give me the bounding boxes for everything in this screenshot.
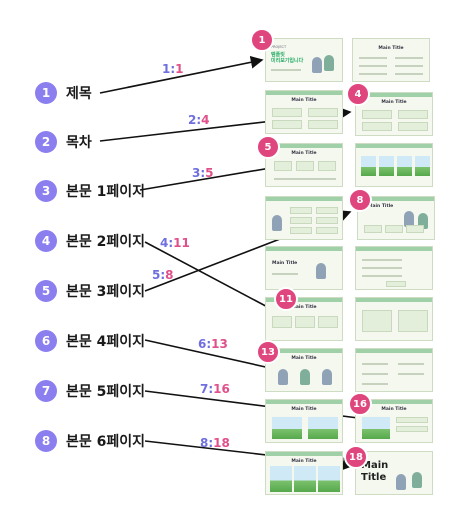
item-label: 본문 5페이지 bbox=[66, 384, 146, 400]
slide-14 bbox=[355, 348, 433, 392]
item-number: 1 bbox=[35, 82, 57, 104]
slide-13: Main Title bbox=[265, 348, 343, 392]
item-label: 본문 1페이지 bbox=[66, 184, 146, 200]
slide-1: PROJECT 템플릿 미리보기입니다 bbox=[265, 38, 343, 82]
ratio-label-6: 6:13 bbox=[198, 337, 228, 351]
slide-title: Main Title bbox=[381, 100, 407, 105]
badge-18: 18 bbox=[344, 445, 368, 469]
ratio-label-1: 1:1 bbox=[162, 62, 184, 76]
slide-10 bbox=[355, 246, 433, 290]
slide-18: Main Title bbox=[355, 451, 433, 495]
badge-13: 13 bbox=[256, 340, 280, 364]
arrow-6 bbox=[144, 339, 290, 376]
ratio-label-8: 8:18 bbox=[200, 436, 230, 450]
slide-9: Main Title bbox=[265, 246, 343, 290]
item-number: 7 bbox=[35, 380, 57, 402]
ratio-label-5: 5:8 bbox=[152, 268, 174, 282]
slide-6 bbox=[355, 143, 433, 187]
slide-3: Main Title bbox=[265, 90, 343, 134]
slide-title: Main Title bbox=[368, 204, 394, 209]
badge-16: 16 bbox=[348, 392, 372, 416]
badge-11: 11 bbox=[274, 287, 298, 311]
item-number: 2 bbox=[35, 131, 57, 153]
item-label: 본문 3페이지 bbox=[66, 284, 146, 300]
slide-big-title-line1: Main bbox=[361, 460, 389, 471]
slide-title: Main Title bbox=[291, 98, 317, 103]
slide-title: Main Title bbox=[291, 356, 317, 361]
slide-title: Main Title bbox=[291, 459, 317, 464]
item-1: 1 제목 bbox=[35, 82, 92, 104]
item-7: 7 본문 5페이지 bbox=[35, 380, 145, 402]
item-6: 6 본문 4페이지 bbox=[35, 330, 145, 352]
item-number: 4 bbox=[35, 230, 57, 252]
slide-7 bbox=[265, 196, 343, 240]
ratio-label-2: 2:4 bbox=[188, 113, 210, 127]
slide-15: Main Title bbox=[265, 399, 343, 443]
slide-title: Main Title bbox=[272, 261, 298, 266]
badge-4: 4 bbox=[346, 82, 370, 106]
item-number: 5 bbox=[35, 280, 57, 302]
slide-2: Main Title bbox=[352, 38, 430, 82]
slide-title: Main Title bbox=[291, 305, 317, 310]
slide-17: Main Title bbox=[265, 451, 343, 495]
item-number: 3 bbox=[35, 180, 57, 202]
item-label: 본문 4페이지 bbox=[66, 334, 146, 350]
slide-heading-line1: 템플릿 bbox=[271, 52, 285, 58]
ratio-label-7: 7:16 bbox=[200, 382, 230, 396]
item-label: 목차 bbox=[66, 135, 92, 151]
slide-title: Main Title bbox=[381, 407, 407, 412]
badge-8: 8 bbox=[348, 188, 372, 212]
slide-subtitle: PROJECT bbox=[271, 45, 287, 49]
slide-12 bbox=[355, 297, 433, 341]
item-label: 본문 2페이지 bbox=[66, 234, 146, 250]
slide-heading-line2: 미리보기입니다 bbox=[271, 58, 304, 64]
badge-1: 1 bbox=[250, 28, 274, 52]
badge-5: 5 bbox=[256, 135, 280, 159]
item-label: 본문 6페이지 bbox=[66, 434, 146, 450]
item-number: 8 bbox=[35, 430, 57, 452]
item-4: 4 본문 2페이지 bbox=[35, 230, 145, 252]
item-5: 5 본문 3페이지 bbox=[35, 280, 145, 302]
item-label: 제목 bbox=[66, 86, 92, 102]
slide-title: Main Title bbox=[291, 407, 317, 412]
item-2: 2 목차 bbox=[35, 131, 92, 153]
slide-big-title-line2: Title bbox=[361, 472, 387, 483]
item-8: 8 본문 6페이지 bbox=[35, 430, 145, 452]
item-3: 3 본문 1페이지 bbox=[35, 180, 145, 202]
ratio-label-3: 3:5 bbox=[192, 166, 214, 180]
slide-title: Main Title bbox=[291, 151, 317, 156]
arrow-1 bbox=[99, 55, 264, 94]
slide-title: Main Title bbox=[378, 46, 404, 51]
item-number: 6 bbox=[35, 330, 57, 352]
ratio-label-4: 4:11 bbox=[160, 236, 190, 250]
